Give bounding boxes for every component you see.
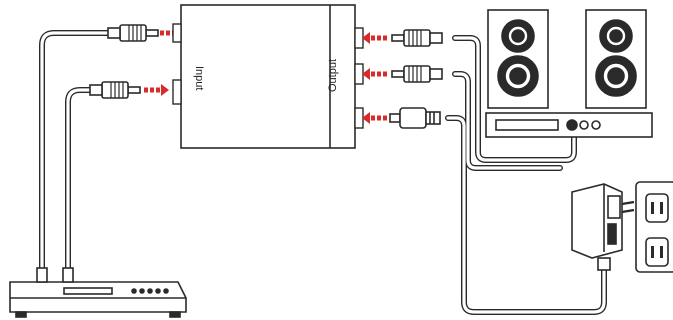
power-adapter bbox=[571, 183, 635, 271]
input-cable-bottom bbox=[65, 87, 93, 271]
cables-inner bbox=[40, 31, 606, 314]
wall-outlet bbox=[635, 181, 673, 273]
input-label: Input bbox=[193, 66, 205, 90]
output-arrow-middle bbox=[362, 68, 387, 80]
output-arrow-power bbox=[362, 112, 387, 124]
speaker-left bbox=[487, 9, 549, 109]
output-arrow-top bbox=[362, 32, 387, 44]
input-cable-top bbox=[39, 30, 111, 271]
output-plug-top bbox=[391, 29, 443, 47]
dc-power-plug bbox=[389, 107, 441, 129]
output-plug-middle bbox=[391, 65, 443, 83]
stereo-receiver bbox=[485, 112, 653, 138]
input-plug-top bbox=[107, 24, 159, 42]
input-arrow-bottom bbox=[144, 84, 169, 96]
input-plug-bottom bbox=[89, 81, 141, 99]
disc-player bbox=[9, 281, 187, 318]
converter-box: Input Output bbox=[172, 4, 364, 149]
speaker-right bbox=[585, 9, 647, 109]
output-label: Output bbox=[327, 59, 339, 92]
player-cable-stubs bbox=[36, 267, 74, 283]
